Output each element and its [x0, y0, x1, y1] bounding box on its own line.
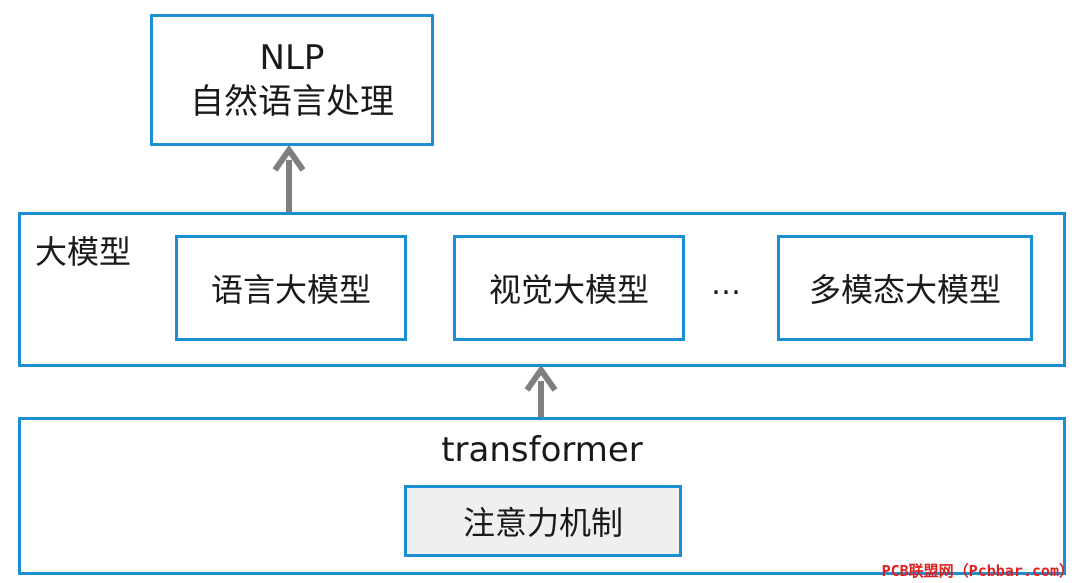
- big-model-title: 大模型: [35, 233, 132, 271]
- nlp-subtitle: 自然语言处理: [190, 82, 394, 122]
- attention-mechanism-label: 注意力机制: [462, 504, 623, 542]
- multimodal-model-label: 多模态大模型: [808, 271, 1001, 309]
- language-model-box: 语言大模型: [175, 235, 407, 341]
- nlp-title: NLP: [259, 38, 325, 78]
- vision-model-box: 视觉大模型: [453, 235, 685, 341]
- transformer-container: transformer 注意力机制: [18, 417, 1066, 575]
- big-model-container: 大模型 语言大模型 视觉大模型 … 多模态大模型: [18, 212, 1066, 367]
- watermark-text: PCB联盟网（Pcbbar.com）: [881, 562, 1074, 580]
- language-model-label: 语言大模型: [210, 271, 371, 309]
- vision-model-label: 视觉大模型: [488, 271, 649, 309]
- nlp-box: NLP 自然语言处理: [150, 14, 434, 146]
- attention-mechanism-box: 注意力机制: [404, 485, 682, 557]
- transformer-title: transformer: [441, 430, 643, 470]
- ellipsis: …: [711, 267, 741, 302]
- arrow-transformer-to-big-model: [524, 364, 558, 417]
- multimodal-model-box: 多模态大模型: [777, 235, 1033, 341]
